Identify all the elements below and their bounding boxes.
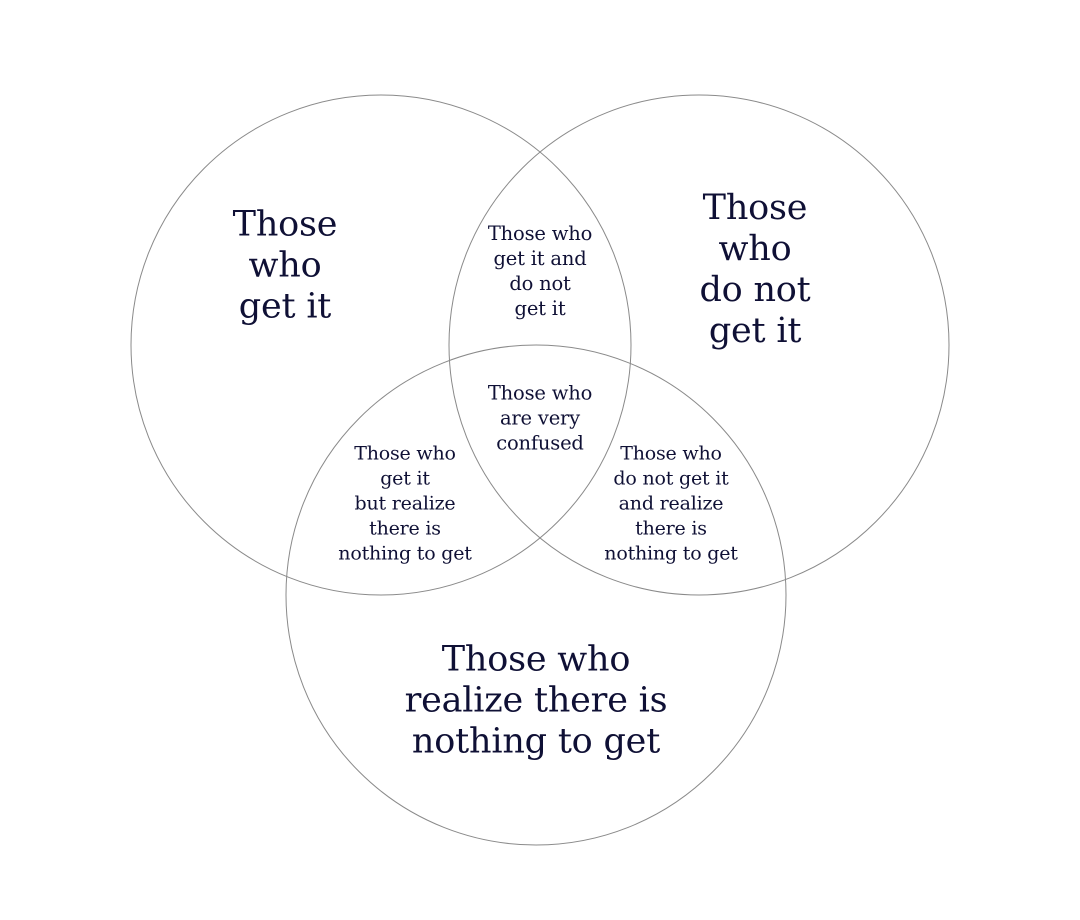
label-realize-nothing: Those who realize there is nothing to ge…	[404, 639, 668, 762]
circle-realize-nothing	[285, 344, 787, 846]
label-get-it: Those who get it	[232, 204, 338, 327]
circle-do-not-get-it	[448, 94, 950, 596]
label-get-and-realize: Those who get it but realize there is no…	[338, 442, 472, 565]
circle-get-it	[130, 94, 632, 596]
label-not-get-and-realize: Those who do not get it and realize ther…	[604, 442, 738, 565]
label-get-and-not-get: Those who get it and do not get it	[487, 222, 593, 320]
label-very-confused: Those who are very confused	[487, 381, 593, 455]
label-do-not-get-it: Those who do not get it	[699, 188, 811, 351]
